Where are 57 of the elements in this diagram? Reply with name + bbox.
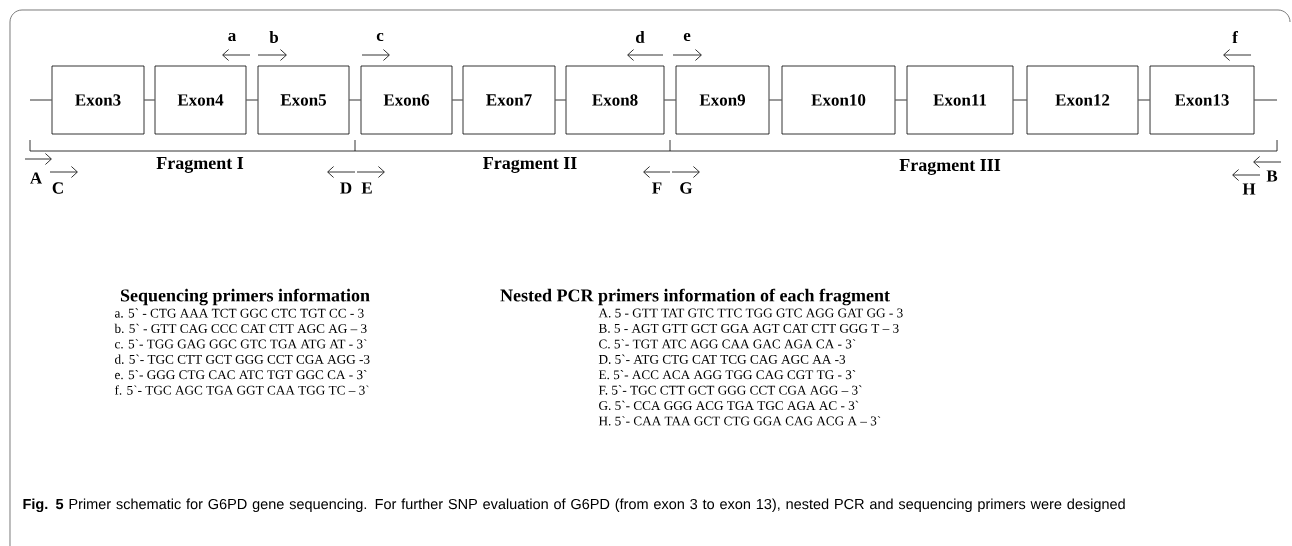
backbone-line [29,99,52,101]
backbone-line [1138,99,1150,101]
primer-label: a [228,32,236,42]
primer-sequence: f. 5`- TGC AGC TGA GGT CAA TGG TC – 3` [114,385,369,395]
exon-box: Exon5 [257,65,350,135]
list-heading: Nested PCR primers information of each fragment [500,288,890,306]
exon-box: Exon9 [675,65,770,135]
primer-label: C [52,182,63,194]
exon-box: Exon10 [781,65,896,135]
exon-box: Exon3 [51,65,145,135]
primer-sequence: a. 5` - CTG AAA TCT GGC CTC TGT CC - 3 [114,308,364,318]
primer-label: c [376,32,384,42]
primer-sequence: b. 5` - GTT CAG CCC CAT CTT AGC AG – 3 [114,323,367,334]
primer-sequence: F. 5`- TGC CTT GCT GGG CCT CGA AGG – 3` [598,385,862,395]
exon-box: Exon8 [565,65,665,135]
primer-sequence: B. 5 - AGT GTT GCT GGA AGT CAT CTT GGG T – 3 [598,323,899,333]
primer-sequence: C. 5`- TGT ATC AGG CAA GAC AGA CA - 3` [599,339,856,349]
primer-label: H [1242,183,1256,195]
exon-box: Exon11 [906,65,1014,135]
primer-label: f [1232,31,1238,43]
primer-label: G [680,182,693,194]
backbone-line [246,99,258,101]
exon-box: Exon4 [154,65,247,135]
backbone-line [1254,99,1278,101]
figure-caption: Fig. 5 Primer schematic for G6PD gene sequencing. For further SNP evaluation of G6PD (from exon 3 to exon 13), nested PCR and sequencing primers were designed [23,498,1125,513]
fragment-label: Fragment II [483,157,577,173]
primer-label: e [683,32,691,42]
exon-box: Exon12 [1026,65,1139,135]
primer-sequence: E. 5`- ACC ACA AGG TGG CAG CGT TG - 3` [598,369,856,380]
exon-box: Exon7 [462,65,556,135]
backbone-line [349,99,361,101]
fragment-label: Fragment I [156,157,244,173]
backbone-line [895,99,907,101]
backbone-line [1013,99,1027,101]
backbone-line [769,99,782,101]
primer-label: b [269,31,279,43]
backbone-line [452,99,463,101]
primer-sequence: e. 5`- GGG CTG CAC ATC TGT GGC CA - 3` [115,369,367,380]
primer-sequence: G. 5`- CCA GGG ACG TGA TGC AGA AC - 3` [599,400,859,411]
exon-box: Exon13 [1149,65,1255,135]
exon-box: Exon6 [360,65,453,135]
primer-sequence: D. 5`- ATG CTG CAT TCG CAG AGC AA -3 [598,354,846,364]
primer-sequence: H. 5`- CAA TAA GCT CTG GGA CAG ACG A – 3` [598,416,881,426]
primer-label: D [340,182,352,194]
primer-sequence: c. 5`- TGG GAG GGC GTC TGA ATG AT - 3` [115,339,367,349]
backbone-line [555,99,566,101]
list-heading: Sequencing primers information [120,288,370,306]
primer-label: F [652,182,662,194]
backbone-line [664,99,676,101]
primer-label: A [30,172,42,184]
primer-sequence: A. 5 - GTT TAT GTC TTC TGG GTC AGG GAT GG - 3 [598,308,903,318]
primer-label: d [635,31,645,43]
fragment-label: Fragment III [899,159,1001,175]
primer-label: B [1266,170,1278,182]
primer-label: E [361,182,372,194]
backbone-line [144,99,155,101]
primer-sequence: d. 5`- TGC CTT GCT GGG CCT CGA AGG -3 [114,354,370,364]
